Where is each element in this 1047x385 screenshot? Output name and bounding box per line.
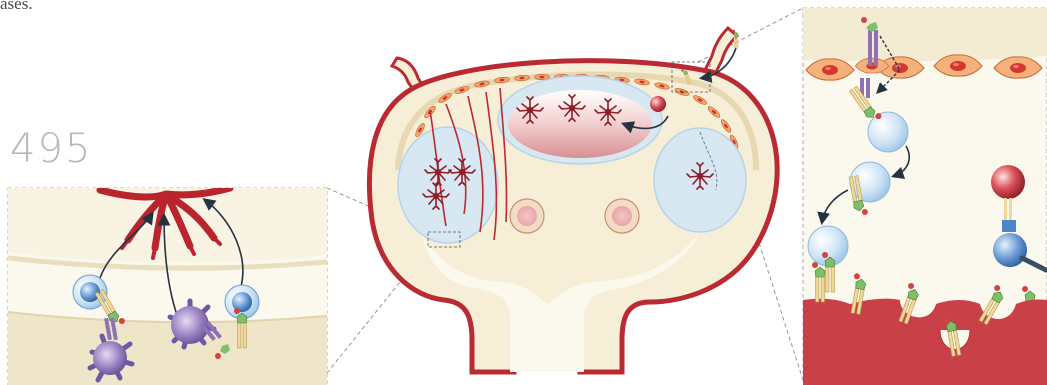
antigen-cell bbox=[650, 96, 666, 112]
lymph-node bbox=[369, 28, 777, 372]
left-inset-panel bbox=[8, 188, 327, 385]
right-inset-panel bbox=[803, 8, 1047, 385]
